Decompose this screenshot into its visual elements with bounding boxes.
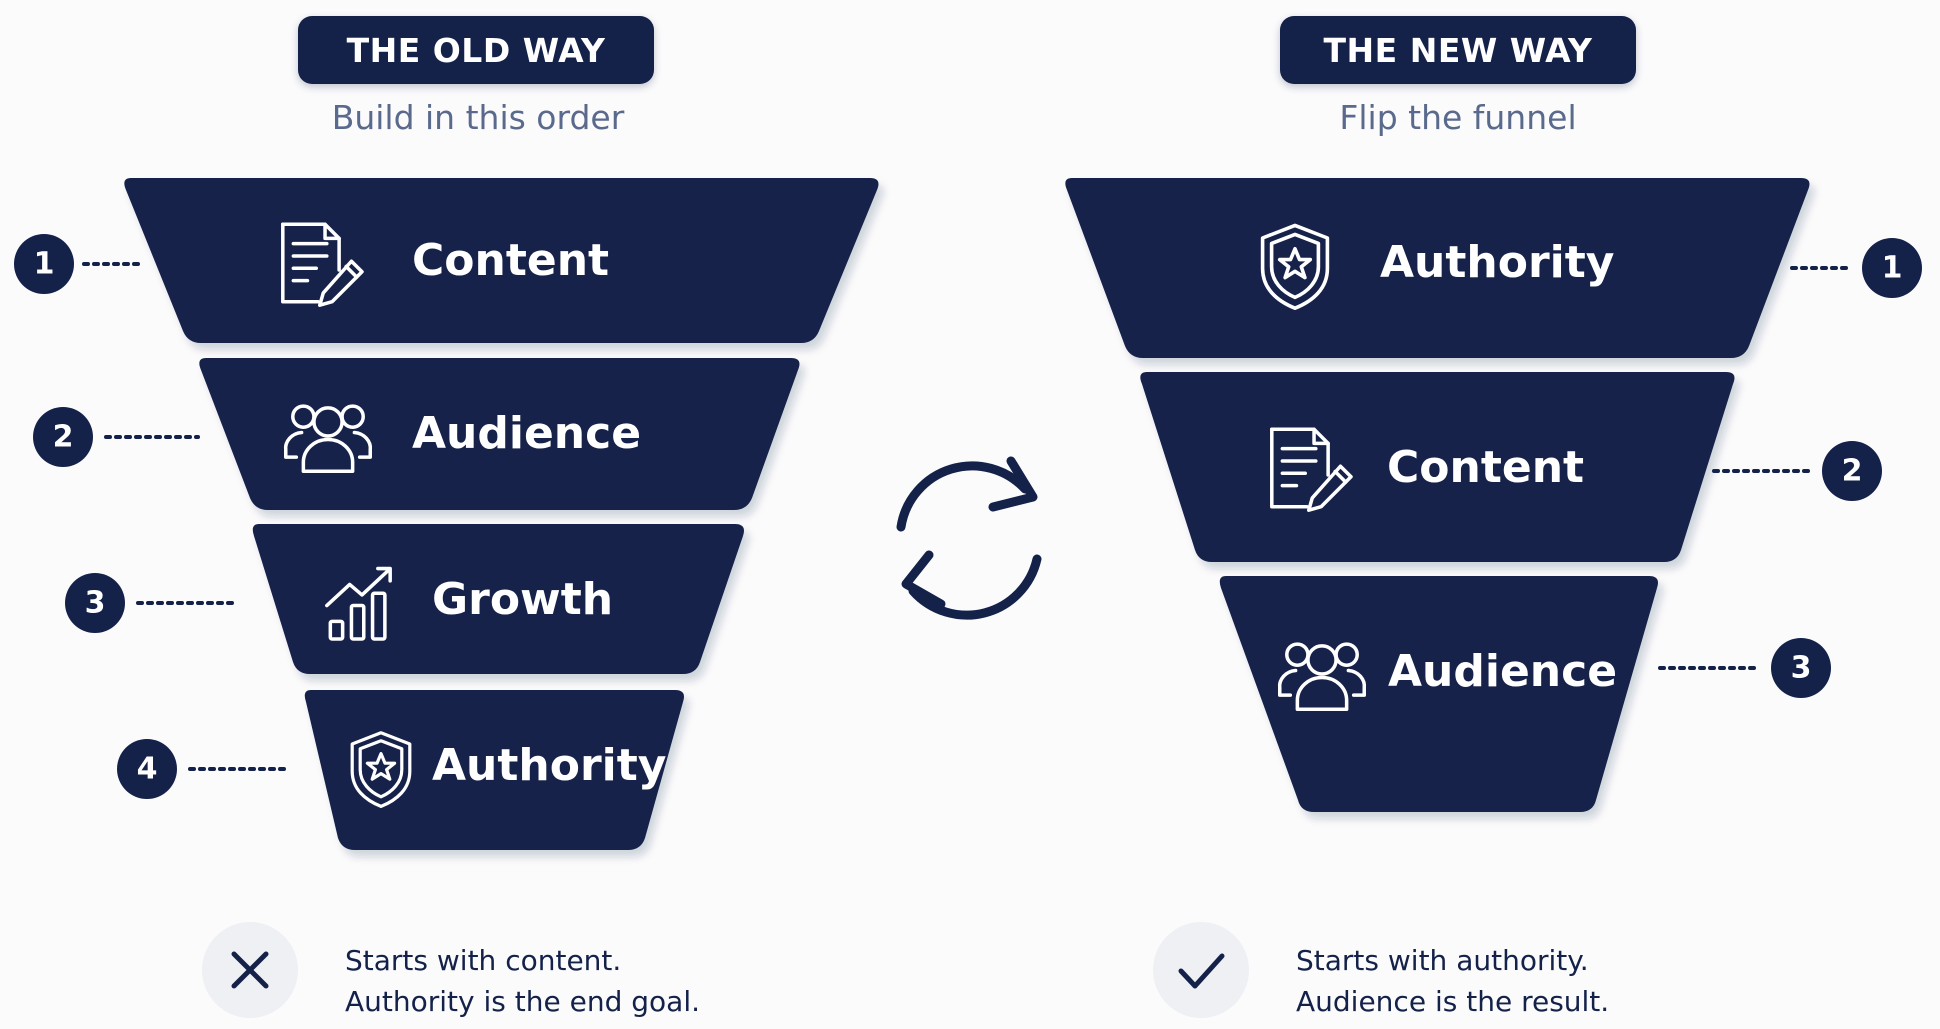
new-stage-1-label: Authority — [1380, 237, 1614, 288]
new-footer-line-1: Starts with authority. — [1296, 944, 1589, 977]
new-funnel: Authority 1 Content 2 Audience 3 — [1065, 178, 1922, 812]
new-stage-3-badge — [1771, 638, 1831, 698]
new-stage-audience: Audience 3 — [1219, 576, 1831, 812]
old-stage-2-number: 2 — [53, 420, 74, 455]
old-way-subtitle: Build in this order — [331, 98, 625, 137]
old-stage-3-number: 3 — [85, 586, 106, 621]
check-icon — [1178, 953, 1225, 989]
new-stage-2-number: 2 — [1842, 454, 1863, 489]
old-stage-content: Content 1 — [14, 178, 879, 343]
old-funnel: Content 1 Audience 2 Growth 3 Authority — [14, 178, 879, 850]
swap-cycle-icon — [896, 456, 1042, 620]
old-stage-3-badge — [65, 573, 125, 633]
new-way-footer-text: Starts with authority. Audience is the r… — [1296, 940, 1609, 1022]
old-stage-1-number: 1 — [34, 247, 55, 282]
new-stage-1-number: 1 — [1882, 251, 1903, 286]
old-stage-4-badge — [117, 739, 177, 799]
old-stage-growth: Growth 3 — [65, 524, 744, 674]
old-footer-badge — [202, 922, 298, 1018]
old-stage-4-number: 4 — [137, 752, 158, 787]
old-stage-authority: Authority 4 — [117, 690, 684, 850]
old-way-footer-text: Starts with content. Authority is the en… — [345, 940, 700, 1022]
old-footer-line-2: Authority is the end goal. — [345, 985, 701, 1018]
new-stage-content: Content 2 — [1140, 372, 1882, 562]
old-stage-audience: Audience 2 — [33, 358, 800, 510]
old-stage-1-badge — [14, 234, 74, 294]
old-footer-line-1: Starts with content. — [345, 944, 622, 977]
new-stage-2-label: Content — [1387, 442, 1584, 493]
new-stage-2-badge — [1822, 441, 1882, 501]
new-way-header-text: THE NEW WAY — [1323, 30, 1593, 70]
new-way-subtitle: Flip the funnel — [1339, 98, 1577, 137]
old-stage-2-badge — [33, 407, 93, 467]
old-stage-1-label: Content — [412, 235, 609, 286]
old-way-header: THE OLD WAY — [298, 16, 654, 84]
old-stage-4-label: Authority — [432, 740, 666, 791]
new-stage-1-badge — [1862, 238, 1922, 298]
new-stage-authority: Authority 1 — [1065, 178, 1922, 358]
new-stage-3-number: 3 — [1791, 651, 1812, 686]
new-footer-badge — [1153, 922, 1249, 1018]
old-way-header-text: THE OLD WAY — [346, 30, 606, 70]
x-icon — [231, 951, 269, 989]
new-footer-line-2: Audience is the result. — [1296, 985, 1610, 1018]
new-way-header: THE NEW WAY — [1280, 16, 1636, 84]
old-stage-2-label: Audience — [412, 408, 641, 459]
new-stage-3-label: Audience — [1388, 646, 1617, 697]
old-stage-3-label: Growth — [432, 574, 613, 625]
